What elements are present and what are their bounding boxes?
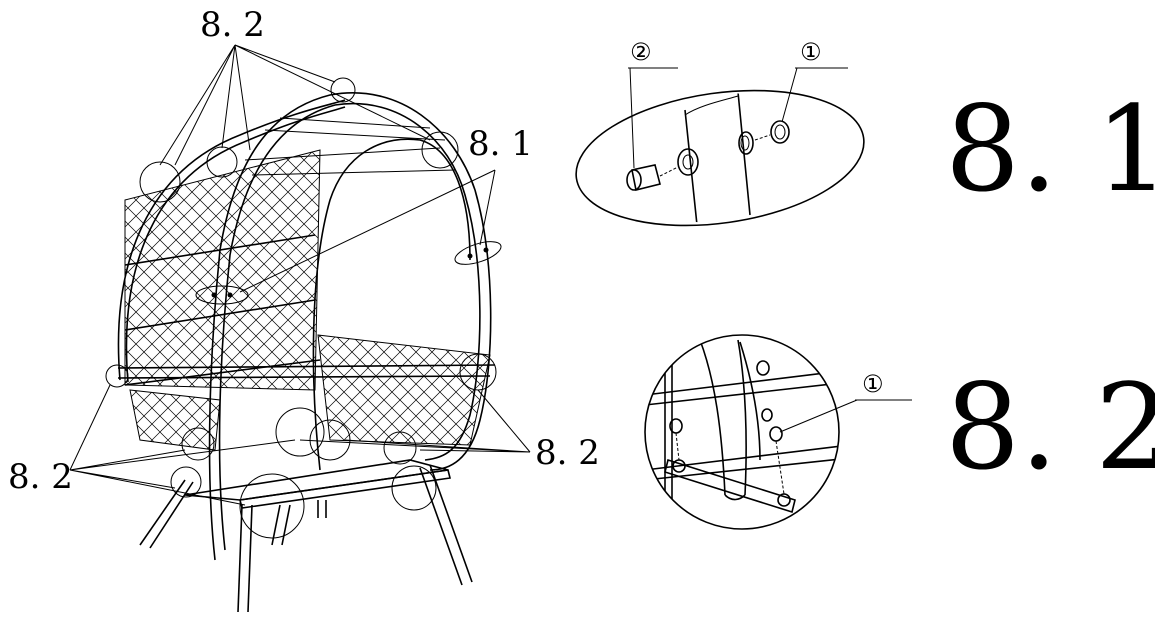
label-8-1: 8. 1 <box>468 124 533 164</box>
detail-8-1 <box>575 67 865 227</box>
label-left-8-2: 8. 2 <box>8 457 73 497</box>
detail-title-8-2: 8. 2 <box>945 358 1155 496</box>
detail-title-8-1: 8. 1 <box>945 80 1155 218</box>
callout-1-8-2: ① <box>862 370 884 398</box>
callout-1-8-1: ① <box>800 38 822 66</box>
label-right-8-2: 8. 2 <box>535 433 600 473</box>
leader-lines <box>69 44 531 506</box>
label-top-8-2: 8. 2 <box>200 5 265 45</box>
callout-2-8-1: ② <box>630 38 652 66</box>
detail-8-2 <box>644 334 912 530</box>
chair-drawing <box>105 77 502 613</box>
